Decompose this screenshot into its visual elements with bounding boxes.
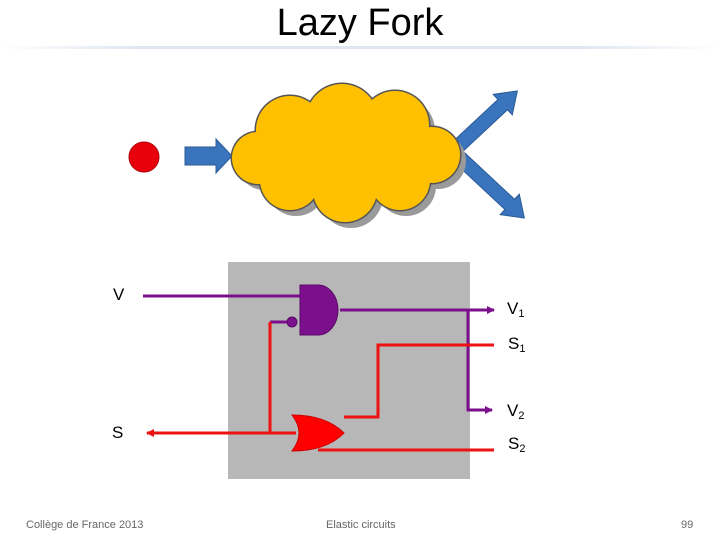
label-s2-main: S — [508, 434, 520, 453]
label-v1-sub: 1 — [518, 308, 525, 320]
circuit-panel — [228, 262, 470, 479]
slide-title: Lazy Fork — [276, 2, 444, 44]
label-s1-main: S — [508, 334, 520, 353]
label-s2: S2 — [508, 434, 525, 455]
footer-center: Elastic circuits — [326, 519, 396, 531]
label-s2-sub: 2 — [519, 443, 526, 455]
label-v1: V1 — [507, 299, 524, 320]
output-arrow-up — [447, 90, 518, 157]
or-gate — [290, 414, 345, 452]
valid-wires — [143, 294, 495, 414]
title-underline — [0, 46, 720, 49]
and-gate — [299, 284, 339, 336]
page-number: 99 — [681, 519, 694, 531]
label-v2: V2 — [507, 401, 524, 422]
cloud — [232, 84, 460, 222]
inverter-bubble — [286, 316, 298, 328]
label-v2-sub: 2 — [518, 410, 525, 422]
token-dot — [128, 141, 160, 173]
label-v1-main: V — [507, 299, 519, 318]
label-v: V — [113, 285, 125, 304]
label-s1: S1 — [508, 334, 525, 355]
input-arrow — [184, 137, 233, 175]
label-s1-sub: 1 — [519, 343, 526, 355]
footer-left: Collège de France 2013 — [26, 519, 144, 531]
label-v2-main: V — [507, 401, 519, 420]
label-s: S — [112, 423, 124, 442]
stop-wires — [146, 322, 494, 452]
